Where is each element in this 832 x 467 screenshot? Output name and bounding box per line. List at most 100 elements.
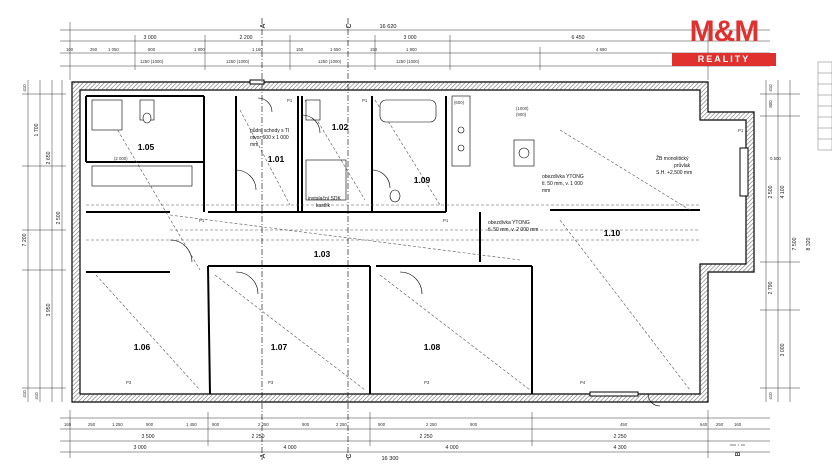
bot-row3-2: 4 000 — [446, 445, 459, 451]
top-row3-2: 1250 (1000) — [318, 59, 342, 64]
bot-row1-10: 2 250 — [426, 422, 437, 427]
top-row3-3: 1250 (1000) — [396, 59, 420, 64]
right-dim-0: 410 — [768, 84, 773, 92]
top-row2-5: 1 160 — [252, 47, 263, 52]
right-dim-4: 7 500 — [792, 237, 798, 250]
top-row2-7: 1 650 — [330, 47, 341, 52]
right-dim-3: 2 500 — [768, 185, 774, 198]
window-tag-p1-b: P1 — [287, 98, 293, 103]
bot-row1-13: 640 — [700, 422, 708, 427]
bot-row1-8: 2 250 — [336, 422, 347, 427]
brand-logo: M&M — [689, 15, 760, 48]
note-ytong1-1: obezdívka YTONG — [542, 174, 584, 180]
bot-row1-7: 900 — [302, 422, 310, 427]
window-tag-p4: P4 — [580, 380, 586, 385]
top-row3-0: 1250 (1000) — [140, 59, 164, 64]
axis-markers — [261, 18, 745, 460]
bot-row1-3: 900 — [146, 422, 154, 427]
right-dim-8: 8 320 — [806, 237, 812, 250]
door-swings — [169, 97, 661, 407]
room-1-03: 1.03 — [314, 249, 331, 259]
left-dim-3: 2 500 — [56, 211, 62, 224]
top-row2-4: 1 800 — [194, 47, 205, 52]
brand-logo-sub: REALITY — [672, 53, 776, 66]
window-marks — [249, 79, 749, 397]
room-1-05: 1.05 — [138, 142, 155, 152]
room-1-01: 1.01 — [268, 154, 285, 164]
window-tag-p1-a: P1 — [199, 218, 205, 223]
bot-row1-12: 450 — [620, 422, 628, 427]
axis-c-top: C — [346, 23, 353, 28]
note-stairs-2: otvor 600 x 1 000 — [250, 135, 289, 141]
bot-row1-6: 2 250 — [258, 422, 269, 427]
room-1-09: 1.09 — [414, 175, 431, 185]
note-ytong2-2: tl. 50 mm, v. 2 000 mm — [488, 227, 538, 233]
top-row2-8: 150 — [370, 47, 378, 52]
window-tag-p3-b: P3 — [268, 380, 274, 385]
room-1-08: 1.08 — [424, 342, 441, 352]
bot-row2-2: 2 250 — [420, 434, 433, 440]
bot-row2-1: 2 250 — [252, 434, 265, 440]
right-dim-2: 4 100 — [780, 185, 786, 198]
bot-row3-0: 3 000 — [134, 445, 147, 451]
note-sdk-2: kastlík — [316, 203, 331, 209]
note-zb-1: ŽB monolitický — [656, 154, 689, 162]
right-dim-1: 800 — [768, 100, 773, 108]
right-dim-5: 2 790 — [768, 281, 774, 294]
label-k800: 0.500 — [770, 156, 781, 161]
top-row3-1: 1250 (1000) — [226, 59, 250, 64]
top-row2-3: 900 — [148, 47, 156, 52]
right-dim-6: 3 000 — [780, 343, 786, 356]
window-tag-p1-d: P1 — [443, 218, 449, 223]
window-tag-p1-e: P1 — [738, 128, 744, 133]
room-1-02: 1.02 — [332, 122, 349, 132]
bot-row1-2: 1 250 — [112, 422, 123, 427]
note-zb-3: S.H. +2,500 mm — [656, 170, 692, 176]
top-row2-0: 160 — [66, 47, 74, 52]
bottom-total-dim: 16 300 — [381, 456, 398, 462]
label-900: (900) — [516, 112, 527, 117]
right-dim-7: 410 — [768, 392, 773, 400]
top-dim-1: 3 000 — [144, 35, 157, 41]
window-tag-p1-c: P1 — [362, 98, 368, 103]
top-dim-4: 6 450 — [572, 35, 585, 41]
bot-row1-14: 250 — [716, 422, 724, 427]
exterior-walls — [71, 81, 755, 403]
top-dim-3: 3 000 — [404, 35, 417, 41]
top-row2-9: 1 800 — [406, 47, 417, 52]
room-1-07: 1.07 — [271, 342, 288, 352]
label-600: (600) — [454, 100, 465, 105]
note-ytong1-2: tl. 50 mm, v. 1 000 — [542, 181, 583, 187]
note-ytong1-3: mm — [542, 188, 550, 194]
axis-a-bottom: A — [260, 453, 267, 458]
top-row2-6: 150 — [296, 47, 304, 52]
left-dim-4: 3 950 — [46, 303, 52, 316]
bot-row3-3: 4 300 — [614, 445, 627, 451]
note-sdk-1: instalační SDK — [308, 196, 341, 202]
top-total-dim: 16 620 — [379, 24, 396, 30]
bot-row3-1: 4 000 — [284, 445, 297, 451]
top-row2-10: 4 690 — [596, 47, 607, 52]
label-2000: (2 000) — [114, 156, 128, 161]
note-zb-2: průvlak — [674, 162, 691, 169]
axis-c-bottom: C — [346, 453, 353, 458]
window-tag-p3-c: P3 — [424, 380, 430, 385]
left-dim-0: 410 — [22, 84, 27, 92]
bot-row2-0: 3 500 — [142, 434, 155, 440]
left-dim-5: 410 — [22, 390, 27, 398]
note-stairs-1: půdní schody s TI — [250, 127, 289, 134]
top-dim-2: 2 200 — [240, 35, 253, 41]
bot-row1-4: 1 450 — [186, 422, 197, 427]
left-dim-7: 410 — [34, 392, 39, 400]
left-dimension-lines — [22, 80, 66, 402]
axis-b: B — [735, 451, 742, 456]
left-dim-6: 7 200 — [22, 233, 28, 246]
bot-row1-0: 160 — [64, 422, 72, 427]
note-ytong2-1: obezdívka YTONG — [488, 220, 530, 226]
bottom-dimension-lines — [60, 410, 770, 458]
bot-row1-15: 160 — [734, 422, 742, 427]
left-dim-2: 2 650 — [46, 151, 52, 164]
window-tag-p3-a: P3 — [126, 380, 132, 385]
